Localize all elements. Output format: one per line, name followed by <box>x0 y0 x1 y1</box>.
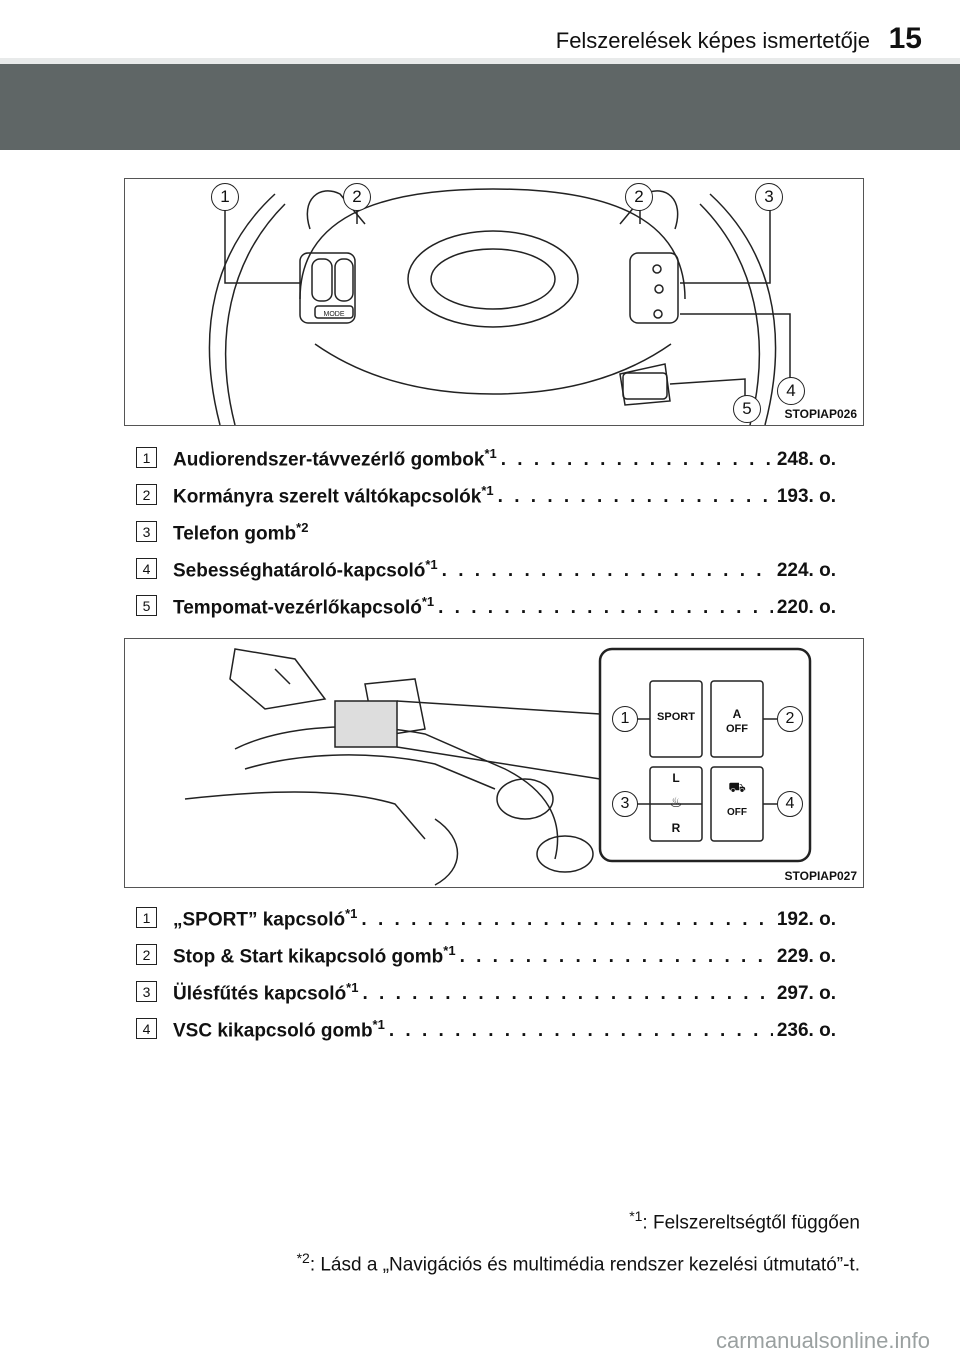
callout-4: 4 <box>777 791 803 817</box>
leader-dots <box>438 597 773 619</box>
item-number: 1 <box>136 907 157 929</box>
item-list-2: 1 „SPORT” kapcsoló*1 192. o. 2 Stop & St… <box>136 906 836 1054</box>
list-item: 2 Kormányra szerelt váltókapcsolók*1 193… <box>136 483 836 520</box>
list-item: 1 Audiorendszer-távvezérlő gombok*1 248.… <box>136 446 836 483</box>
page-reference: 224. o. <box>776 560 836 582</box>
vsc-skid-icon: ⛟ <box>728 779 746 795</box>
seat-heater-left-label: L <box>672 771 680 785</box>
list-item: 4 Sebességhatároló-kapcsoló*1 224. o. <box>136 557 836 594</box>
item-number: 5 <box>136 595 157 617</box>
callout-2-right: 2 <box>625 183 653 211</box>
header-band <box>0 64 960 150</box>
callout-1: 1 <box>612 706 638 732</box>
page-reference: 248. o. <box>776 449 836 471</box>
list-item: 1 „SPORT” kapcsoló*1 192. o. <box>136 906 836 943</box>
steering-wheel-figure: MODE 1 2 2 3 4 5 STOPIAP026 <box>124 178 864 426</box>
page-reference: 236. o. <box>776 1020 836 1042</box>
leader-dots <box>498 486 773 508</box>
footnote-ref: *1 <box>421 594 435 609</box>
page-reference: 192. o. <box>776 909 836 931</box>
callout-3: 3 <box>755 183 783 211</box>
vsc-off-label: OFF <box>727 807 747 818</box>
page-reference: 193. o. <box>776 486 836 508</box>
footnote-1: *1: Felszereltségtől függően <box>629 1208 860 1234</box>
callout-3: 3 <box>612 791 638 817</box>
item-number: 2 <box>136 484 157 506</box>
list-item: 3 Ülésfűtés kapcsoló*1 297. o. <box>136 980 836 1017</box>
callout-5: 5 <box>733 395 761 423</box>
leader-dots <box>501 449 773 471</box>
page-reference: 297. o. <box>776 983 836 1005</box>
footnote-2-mark: *2 <box>296 1250 310 1266</box>
item-number: 4 <box>136 1018 157 1040</box>
footnote-2: *2: Lásd a „Navigációs és multimédia ren… <box>297 1250 860 1276</box>
item-number: 3 <box>136 981 157 1003</box>
callout-4: 4 <box>777 377 805 405</box>
list-item: 2 Stop & Start kikapcsoló gomb*1 229. o. <box>136 943 836 980</box>
figure-code: STOPIAP027 <box>784 869 857 883</box>
item-label: Kormányra szerelt váltókapcsolók <box>173 486 482 508</box>
console-switch-figure: SPORT A OFF L ♨ R ⛟ OFF 1 2 3 4 STOPIAP0… <box>124 638 864 888</box>
page-reference: 220. o. <box>776 597 836 619</box>
item-label: „SPORT” kapcsoló <box>173 909 346 931</box>
figure-code: STOPIAP026 <box>784 407 857 421</box>
leader-dots <box>442 560 773 582</box>
item-label: Audiorendszer-távvezérlő gombok <box>173 449 485 471</box>
footnote-ref: *1 <box>443 943 456 958</box>
list-item: 4 VSC kikapcsoló gomb*1 236. o. <box>136 1017 836 1054</box>
leader-dots <box>460 946 773 968</box>
item-label: Stop & Start kikapcsoló gomb <box>173 946 444 968</box>
footnote-2-text: : Lásd a „Navigációs és multimédia rends… <box>309 1254 860 1276</box>
item-label: Sebességhatároló-kapcsoló <box>173 560 426 582</box>
list-item: 3 Telefon gomb*2 <box>136 520 836 557</box>
leader-dots <box>362 983 772 1005</box>
page-reference: 229. o. <box>776 946 836 968</box>
footnote-1-text: : Felszereltségtől függően <box>642 1212 860 1234</box>
footnote-ref: *1 <box>346 980 359 995</box>
item-list-1: 1 Audiorendszer-távvezérlő gombok*1 248.… <box>136 446 836 631</box>
callout-1: 1 <box>211 183 239 211</box>
footnote-ref: *1 <box>481 483 494 498</box>
list-item: 5 Tempomat-vezérlőkapcsoló*1 220. o. <box>136 594 836 631</box>
footnote-ref: *1 <box>425 557 438 572</box>
page-number: 15 <box>888 22 922 55</box>
sport-button-label: SPORT <box>657 711 695 723</box>
leader-dots <box>389 1020 773 1042</box>
steering-wheel-illustration: MODE <box>208 188 791 425</box>
callout-2-left: 2 <box>343 183 371 211</box>
item-label: VSC kikapcsoló gomb <box>173 1020 373 1042</box>
section-title: Felszerelések képes ismertetője <box>555 28 870 53</box>
stop-start-a-letter: A <box>732 707 742 721</box>
seat-heater-right-label: R <box>671 821 681 835</box>
callout-2: 2 <box>777 706 803 732</box>
seat-heater-icon: ♨ <box>669 794 683 810</box>
item-label: Ülésfűtés kapcsoló <box>173 983 347 1005</box>
leader-dots <box>361 909 772 931</box>
item-number: 3 <box>136 521 157 543</box>
item-number: 2 <box>136 944 157 966</box>
header-band-light <box>0 58 960 64</box>
footnote-ref: *2 <box>296 520 309 535</box>
console-illustration <box>184 647 812 886</box>
item-label: Telefon gomb <box>173 523 297 545</box>
footnote-1-mark: *1 <box>629 1208 643 1224</box>
stop-start-off-label: OFF <box>726 723 748 735</box>
footnote-ref: *1 <box>372 1017 385 1032</box>
footnote-ref: *1 <box>484 446 497 461</box>
mode-button-label: MODE <box>324 311 345 318</box>
watermark: carmanualsonline.info <box>715 1328 930 1353</box>
item-number: 4 <box>136 558 157 580</box>
item-number: 1 <box>136 447 157 469</box>
item-label: Tempomat-vezérlőkapcsoló <box>173 597 422 619</box>
footnote-ref: *1 <box>345 906 358 921</box>
